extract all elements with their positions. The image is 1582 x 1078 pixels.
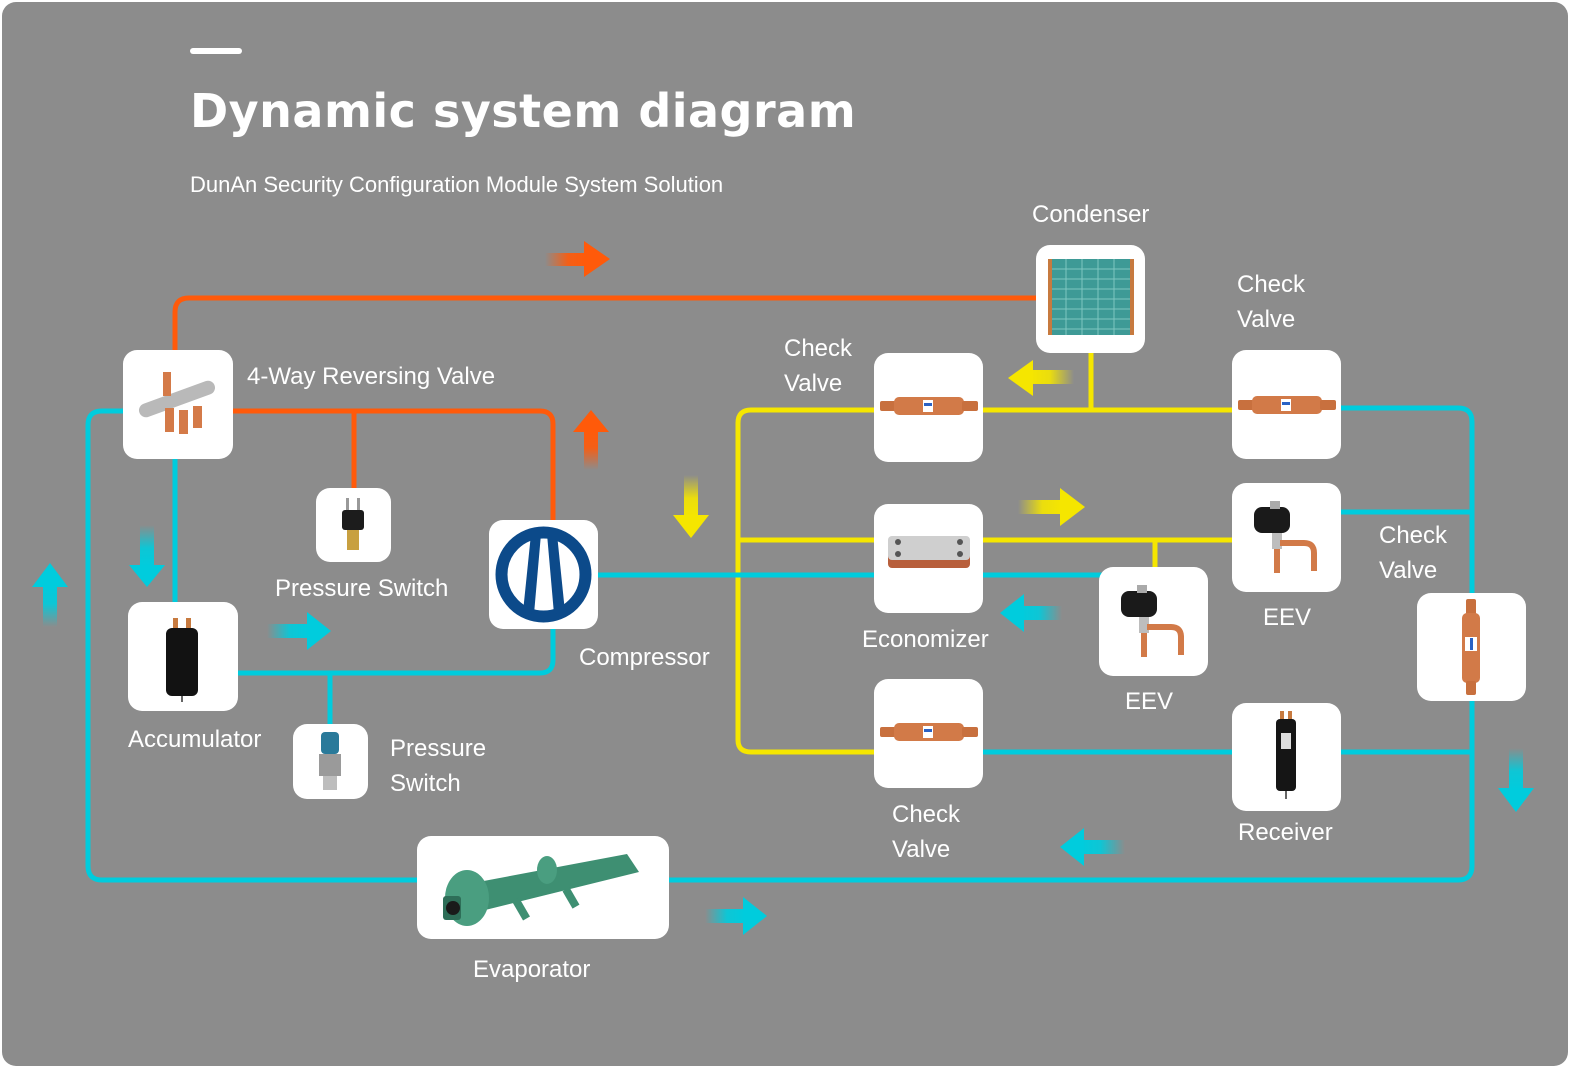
hot-gas-line <box>172 295 1040 522</box>
condenser-coil-icon <box>1048 259 1134 335</box>
flow-arrow-hot-up <box>573 410 609 470</box>
check-valve-1-label-2: Valve <box>784 370 843 397</box>
eev-2-label: EEV <box>1263 604 1312 631</box>
receiver-icon <box>1276 711 1296 799</box>
check-valve-4-label-1: Check <box>892 801 961 828</box>
flow-arrow-suction-down-right <box>1498 748 1534 812</box>
condenser-label: Condenser <box>1032 201 1150 228</box>
compressor-label: Compressor <box>579 644 710 671</box>
check-valve-1-label-1: Check <box>784 335 853 362</box>
shell-tube-evaporator-icon <box>443 854 639 926</box>
accumulator-label: Accumulator <box>128 726 262 753</box>
receiver-node[interactable] <box>1232 703 1341 811</box>
eev-1-label: EEV <box>1125 688 1174 715</box>
check-valve-2-label-1: Check <box>1237 271 1306 298</box>
check-valve-2-node[interactable] <box>1232 350 1341 459</box>
electronic-expansion-valve-icon <box>1254 501 1317 573</box>
four-way-valve-icon <box>138 372 216 434</box>
check-valve-4-label-2: Valve <box>892 836 951 863</box>
eev-2-node[interactable] <box>1232 483 1341 592</box>
pressure-switch-low-node[interactable] <box>293 724 368 799</box>
compressor-node[interactable] <box>489 520 598 629</box>
pressure-switch-low-label-1: Pressure <box>390 735 487 762</box>
flow-arrow-suction-right-accumulator <box>267 612 331 650</box>
accumulator-node[interactable] <box>128 602 238 711</box>
flow-arrow-suction-left-bottom <box>1060 828 1125 866</box>
eev-1-node[interactable] <box>1099 567 1208 676</box>
plate-heat-exchanger-icon <box>888 536 970 568</box>
four-way-valve-label: 4-Way Reversing Valve <box>247 363 496 390</box>
pressure-switch-low-label-2: Switch <box>390 770 461 797</box>
flow-arrow-suction-left-economizer <box>1000 594 1062 632</box>
pressure-transducer-icon <box>319 732 341 790</box>
flow-arrow-suction-right-evaporator <box>705 897 767 935</box>
check-valve-3-label-1: Check <box>1379 522 1448 549</box>
pressure-switch-icon <box>342 498 364 550</box>
check-valve-icon <box>880 723 978 741</box>
flow-arrow-liquid-right <box>1018 488 1085 526</box>
check-valve-4-node[interactable] <box>874 679 983 788</box>
pressure-switch-high-node[interactable] <box>316 488 391 562</box>
check-valve-3-node[interactable] <box>1417 593 1526 701</box>
condenser-node[interactable] <box>1036 245 1145 353</box>
check-valve-3-label-2: Valve <box>1379 557 1438 584</box>
liquid-line <box>735 352 1236 755</box>
check-valve-1-node[interactable] <box>874 353 983 462</box>
receiver-label: Receiver <box>1238 819 1333 846</box>
title-accent-bar <box>190 48 242 54</box>
accumulator-icon <box>166 618 198 702</box>
page-subtitle: DunAn Security Configuration Module Syst… <box>190 172 724 197</box>
check-valve-icon <box>1238 396 1336 414</box>
page-title: Dynamic system diagram <box>190 84 857 138</box>
economizer-node[interactable] <box>874 504 983 613</box>
flow-arrow-suction-down-left <box>129 525 165 587</box>
flow-arrow-suction-up <box>32 563 68 627</box>
evaporator-node[interactable] <box>417 836 669 939</box>
check-valve-icon <box>1462 599 1480 695</box>
flow-arrow-liquid-left <box>1008 360 1074 396</box>
electronic-expansion-valve-icon <box>1121 585 1184 657</box>
flow-arrow-liquid-down <box>673 475 709 538</box>
compressor-logo-icon <box>495 526 592 623</box>
economizer-label: Economizer <box>862 626 989 653</box>
evaporator-label: Evaporator <box>473 956 591 983</box>
pressure-switch-high-label: Pressure Switch <box>275 575 449 602</box>
check-valve-icon <box>880 397 978 415</box>
flow-arrow-hot-right <box>545 241 610 277</box>
four-way-valve-node[interactable] <box>123 350 233 459</box>
check-valve-2-label-2: Valve <box>1237 306 1296 333</box>
